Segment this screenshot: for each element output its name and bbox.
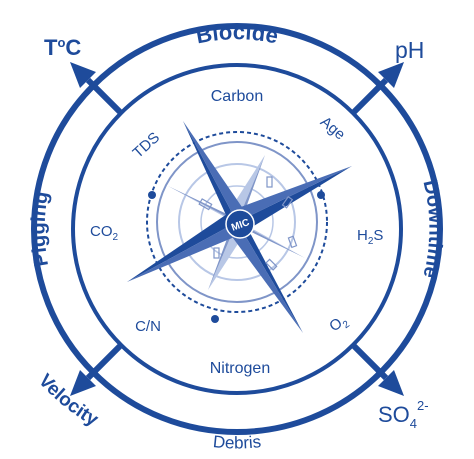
inner-label-cn: C/N: [135, 318, 161, 335]
inner-label-o2: O2: [326, 311, 352, 338]
ring-label-top: Biocide: [194, 19, 280, 48]
inner-label-h2s: H2S: [357, 227, 383, 247]
inner-ring: [71, 63, 403, 395]
arrow-head-bottom-right: [378, 370, 404, 396]
outer-ring: [31, 23, 443, 435]
arrow-head-top-right: [378, 62, 404, 88]
inner-label-co2: CO2: [90, 223, 119, 243]
ring-label-right: Downtime: [418, 178, 446, 280]
ring-dot-left: [148, 191, 156, 199]
corner-label-ph: pH: [395, 37, 424, 63]
corner-label-sulfate: SO42-: [378, 398, 429, 431]
corner-arrows: [70, 62, 404, 396]
compass-star-mid: [168, 155, 305, 290]
compass-ring-outer: [156, 141, 318, 303]
compass-dashed-ring: [146, 131, 328, 313]
compass-star-main: [127, 121, 352, 333]
inner-label-tds: TDS: [129, 129, 163, 162]
compass-ring-core: [200, 185, 274, 259]
corner-label-velocity: Velocity: [34, 370, 102, 431]
ring-dot-bottom: [211, 315, 219, 323]
compass-ring-inner: [178, 163, 296, 281]
inner-label-age: Age: [317, 113, 348, 143]
ring-label-bottom: Debris: [212, 432, 262, 453]
ring-dot-right: [317, 191, 325, 199]
center-disk: [225, 209, 255, 239]
compass-ticks: [198, 176, 298, 271]
corner-label-temperature: ToC: [44, 35, 81, 60]
ring-label-left: Pigging: [28, 190, 53, 268]
star-point-ne: [237, 166, 352, 232]
star-point-sw: [127, 212, 237, 282]
inner-label-carbon: Carbon: [211, 88, 263, 105]
arrow-head-bottom-left: [70, 370, 96, 396]
inner-label-nitrogen: Nitrogen: [210, 360, 270, 377]
arrow-head-top-left: [70, 62, 96, 88]
